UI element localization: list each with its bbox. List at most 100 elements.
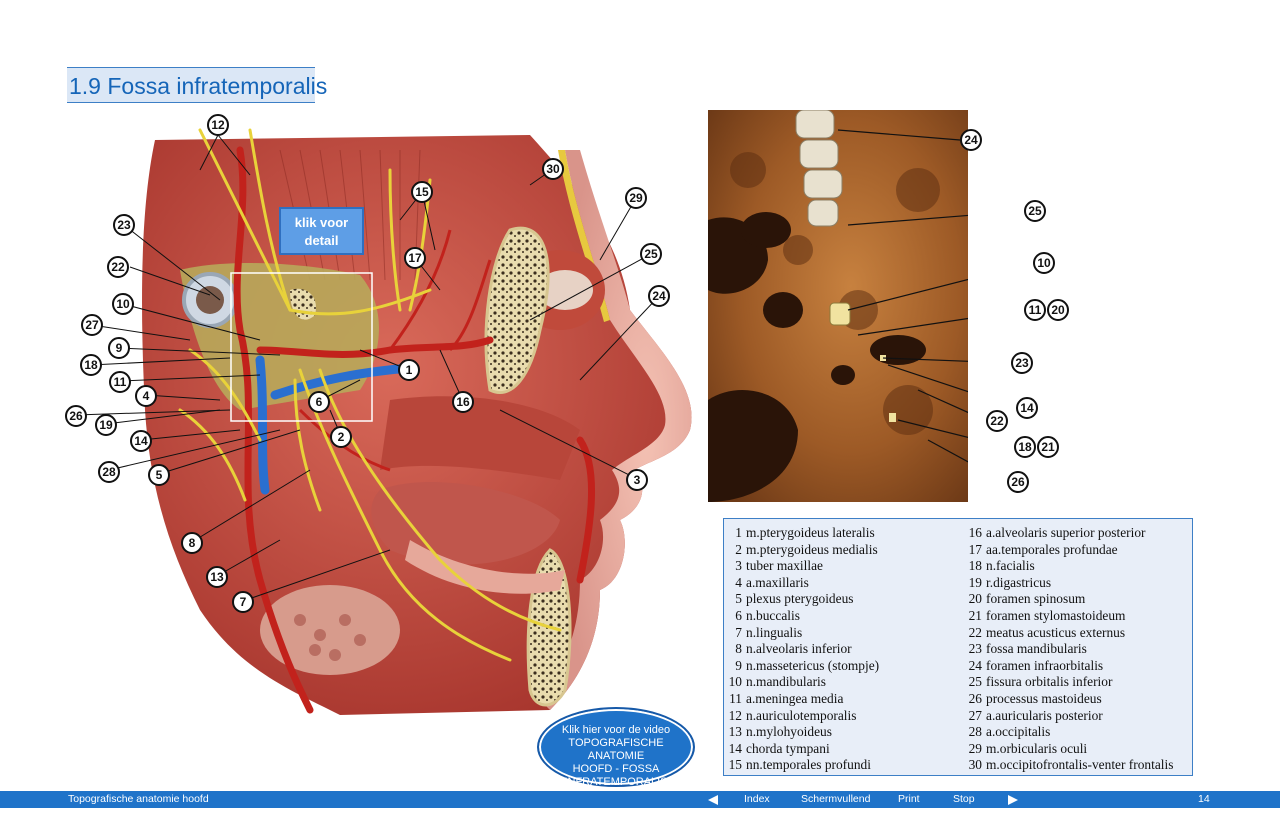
video-button-line2: TOPOGRAFISCHE ANATOMIE: [568, 737, 664, 762]
stop-link[interactable]: Stop: [953, 793, 975, 805]
callout-28: 28: [98, 461, 120, 483]
legend-number: 18: [968, 558, 982, 574]
legend-number: 23: [968, 641, 982, 657]
callout-19: 19: [95, 414, 117, 436]
footer-bar: Topografische anatomie hoofd Index Scher…: [0, 791, 1280, 808]
callout-26: 26: [65, 405, 87, 427]
legend-number: 29: [968, 740, 982, 756]
legend-label: n.mylohyoideus: [746, 724, 832, 740]
page-title: 1.9 Fossa infratemporalis: [67, 67, 327, 103]
callout-9: 9: [108, 337, 130, 359]
photo-callout-20: 20: [1047, 299, 1069, 321]
callout-2: 2: [330, 426, 352, 448]
legend-label: m.orbicularis oculi: [986, 740, 1088, 756]
legend-label: foramen stylomastoideum: [986, 607, 1126, 623]
legend-label: m.pterygoideus lateralis: [746, 525, 875, 540]
video-button-line4: INFRATEMPORALIS: [564, 776, 668, 788]
legend-number: 22: [968, 624, 982, 640]
callout-15: 15: [411, 181, 433, 203]
legend-number: 30: [968, 757, 982, 773]
callout-8: 8: [181, 532, 203, 554]
legend-label: n.massetericus (stompje): [746, 657, 880, 673]
legend-label: a.occipitalis: [986, 724, 1051, 740]
legend-label: n.mandibularis: [746, 674, 826, 690]
legend-number: 2: [735, 541, 742, 557]
legend-label: n.alveolaris inferior: [746, 641, 852, 657]
fullscreen-link[interactable]: Schermvullend: [801, 793, 871, 805]
video-button[interactable]: Klik hier voor de video TOPOGRAFISCHE AN…: [537, 707, 695, 788]
detail-button-line1: klik voor: [294, 215, 349, 230]
callout-14: 14: [130, 430, 152, 452]
legend-label: nn.temporales profundi: [746, 757, 871, 773]
legend-label: meatus acusticus externus: [986, 624, 1126, 640]
callout-3: 3: [626, 469, 648, 491]
page-number: 14: [1198, 793, 1210, 805]
legend-label: n.lingualis: [746, 624, 803, 640]
legend-label: foramen spinosum: [986, 591, 1086, 607]
callout-7: 7: [232, 591, 254, 613]
legend-number: 25: [968, 674, 982, 690]
legend-label: m.pterygoideus medialis: [746, 541, 878, 557]
detail-button[interactable]: klik voor detail: [279, 207, 364, 255]
legend-number: 27: [968, 707, 982, 723]
legend-label: aa.temporales profundae: [986, 541, 1118, 557]
legend-number: 5: [735, 591, 742, 607]
photo-callout-25: 25: [1024, 200, 1046, 222]
legend-number: 19: [968, 574, 982, 590]
callout-24: 24: [648, 285, 670, 307]
legend-label: fossa mandibularis: [986, 641, 1087, 657]
footer-title: Topografische anatomie hoofd: [68, 793, 209, 805]
skull-photo: [708, 110, 968, 502]
legend-label: r.digastricus: [986, 574, 1052, 590]
callout-25: 25: [640, 243, 662, 265]
next-page-icon[interactable]: [1008, 795, 1018, 805]
callout-18: 18: [80, 354, 102, 376]
photo-callout-21: 21: [1037, 436, 1059, 458]
photo-callout-11: 11: [1024, 299, 1046, 321]
legend-number: 11: [729, 690, 742, 706]
callout-16: 16: [452, 391, 474, 413]
legend-label: fissura orbitalis inferior: [986, 674, 1113, 690]
legend-label: m.occipitofrontalis-venter frontalis: [986, 757, 1174, 773]
callout-12: 12: [207, 114, 229, 136]
legend-number: 16: [968, 525, 982, 540]
video-button-line1: Klik hier voor de video: [561, 724, 671, 736]
legend-number: 28: [968, 724, 982, 740]
callout-30: 30: [542, 158, 564, 180]
legend-number: 13: [728, 724, 742, 740]
legend-number: 15: [728, 757, 742, 773]
legend-label: n.facialis: [986, 558, 1035, 574]
video-button-line3: HOOFD - FOSSA: [572, 763, 660, 775]
callout-29: 29: [625, 187, 647, 209]
index-link[interactable]: Index: [744, 793, 770, 805]
legend-label: a.alveolaris superior posterior: [986, 525, 1146, 540]
callout-10: 10: [112, 293, 134, 315]
photo-callout-18: 18: [1014, 436, 1036, 458]
print-link[interactable]: Print: [898, 793, 920, 805]
legend-label: chorda tympani: [746, 740, 830, 756]
previous-page-icon[interactable]: [708, 795, 718, 805]
legend-label: a.meningea media: [746, 690, 844, 706]
callout-23: 23: [113, 214, 135, 236]
legend-number: 17: [968, 541, 982, 557]
